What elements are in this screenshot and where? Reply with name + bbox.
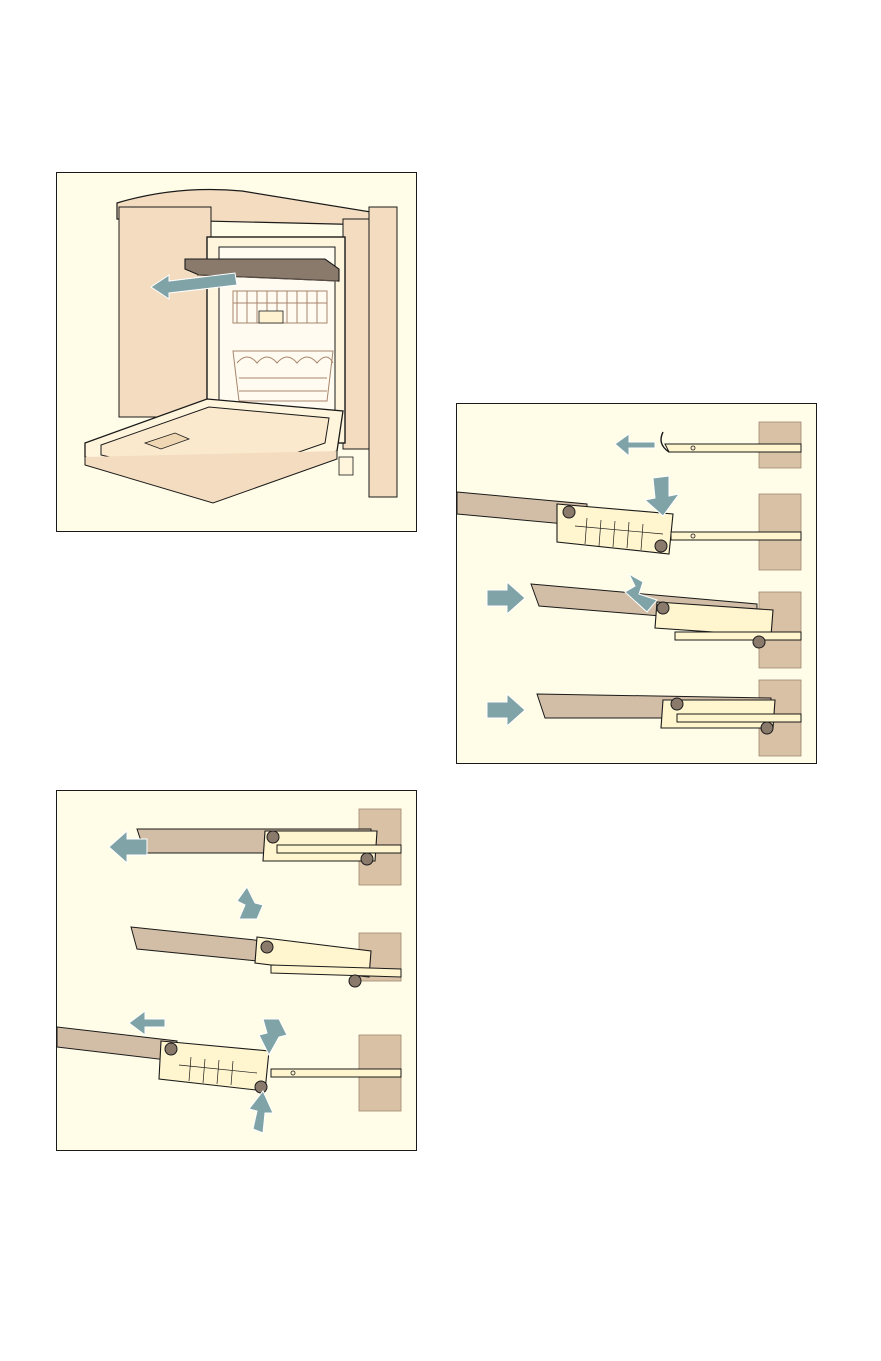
figure-dishwasher-tray-removal xyxy=(56,172,417,532)
rail-detach-illustration xyxy=(57,791,418,1152)
figure-rail-attach-sequence xyxy=(456,403,817,764)
dishwasher-illustration xyxy=(57,173,418,533)
figure-rail-detach-sequence xyxy=(56,790,417,1151)
rail-attach-illustration xyxy=(457,404,818,765)
